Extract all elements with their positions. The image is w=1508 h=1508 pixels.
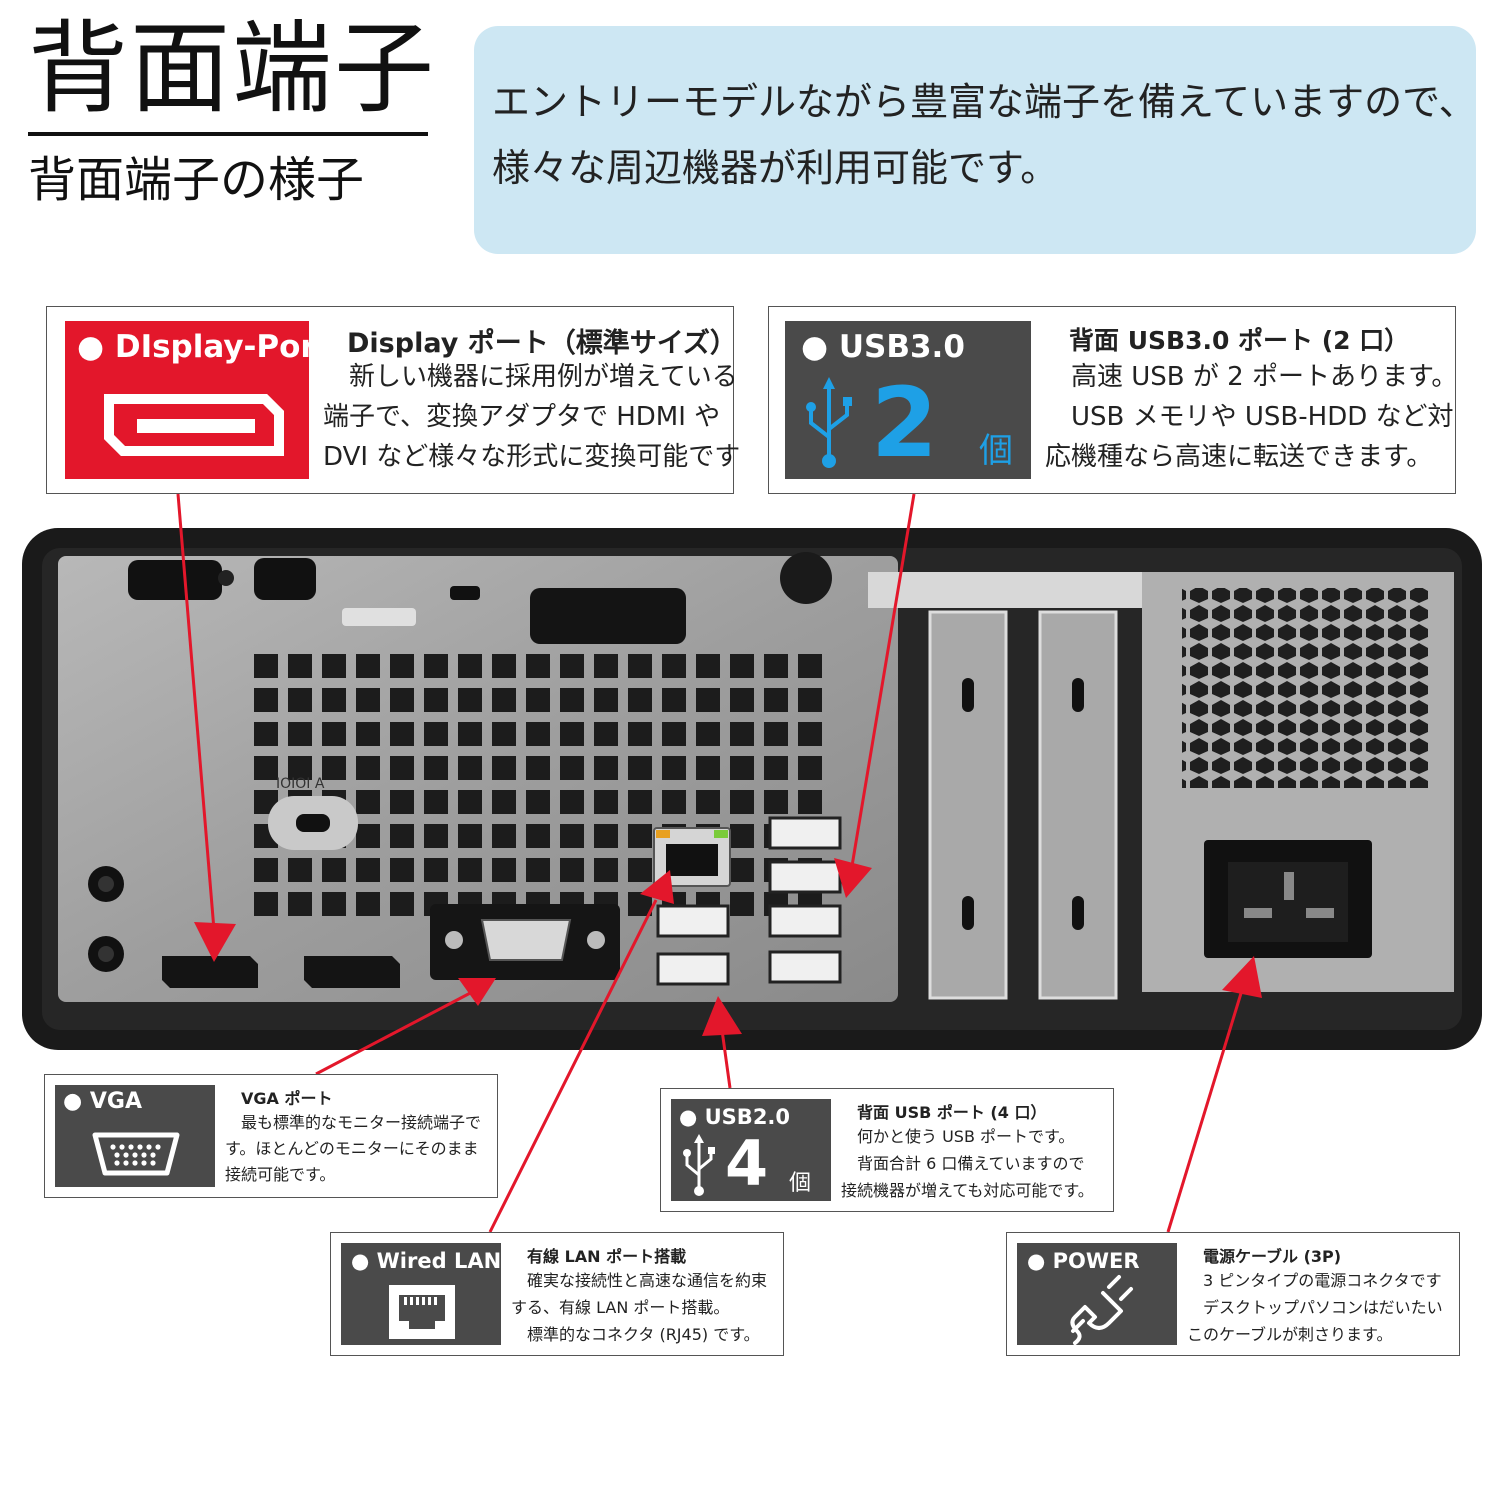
usb3-unit: 個 <box>979 431 1013 471</box>
usb-icon <box>806 377 852 468</box>
usb-icon <box>683 1134 715 1196</box>
vga-title: VGA ポート <box>241 1089 333 1108</box>
power-title: 電源ケーブル (3P) <box>1203 1247 1342 1266</box>
usb3-badge-label: ● USB3.0 <box>801 329 965 365</box>
displayport-desc-1: 新しい機器に採用例が増えている <box>323 362 738 392</box>
lan-desc-3: 標準的なコネクタ (RJ45) です。 <box>511 1325 760 1344</box>
vga-desc-2: す。ほとんどのモニターにそのまま <box>225 1139 479 1158</box>
usb2-count: 4 <box>725 1127 769 1200</box>
power-desc-1: 3 ピンタイプの電源コネクタです <box>1187 1271 1442 1290</box>
usb3-desc-3: 応機種なら高速に転送できます。 <box>1045 442 1433 472</box>
lan-badge-label: ● Wired LAN <box>351 1249 502 1273</box>
vga-badge: ● VGA <box>55 1085 215 1187</box>
power-plug-icon <box>1070 1275 1133 1345</box>
power-desc-2: デスクトップパソコンはだいたい <box>1187 1298 1443 1317</box>
intro-panel: エントリーモデルながら豊富な端子を備えていますので、 様々な周辺機器が利用可能で… <box>474 26 1477 254</box>
displayport-badge: ● DIsplay-Port <box>65 321 331 479</box>
ethernet-port-icon <box>389 1285 455 1339</box>
power-callout: ● POWER 電源ケーブル (3P) 3 ピンタイプの電源コネクタです デスク… <box>1006 1232 1460 1356</box>
lan-desc-2: する、有線 LAN ポート搭載。 <box>511 1298 730 1317</box>
page-title: 背面端子 <box>28 10 436 127</box>
usb2-desc-1: 何かと使う USB ポートです。 <box>841 1127 1075 1146</box>
power-badge: ● POWER <box>1017 1243 1177 1345</box>
usb3-callout: ● USB3.0 2 個 背面 USB3.0 ポート (2 口） 高速 USB … <box>768 306 1458 494</box>
title-underline <box>28 132 428 136</box>
vga-connector-icon <box>92 1132 180 1176</box>
usb2-desc-2: 背面合計 6 口備えていますので <box>841 1154 1085 1173</box>
vga-callout: ● VGA VGA ポート 最も標準的なモニター接続端子で す。ほとんどのモニタ… <box>44 1074 498 1198</box>
lan-desc-1: 確実な接続性と高速な通信を約束 <box>511 1271 768 1290</box>
usb3-badge: ● USB3.0 2 個 <box>785 321 1031 479</box>
serial-port-label: IOIOI A <box>276 776 325 792</box>
displayport-icon <box>104 394 284 456</box>
displayport-badge-label: ● DIsplay-Port <box>77 329 331 365</box>
usb3-count: 2 <box>871 367 938 479</box>
usb2-desc-3: 接続機器が増えても対応可能です。 <box>841 1181 1094 1200</box>
vga-badge-label: ● VGA <box>63 1089 142 1114</box>
usb2-unit: 個 <box>789 1171 812 1196</box>
vga-desc-1: 最も標準的なモニター接続端子で <box>225 1113 482 1132</box>
displayport-desc-3: DVI など様々な形式に変換可能です <box>323 442 741 472</box>
page-subtitle: 背面端子の様子 <box>28 152 365 208</box>
pc-rear-panel-illustration: IOIOI A <box>22 528 1482 1050</box>
usb2-badge: ● USB2.0 4 個 <box>671 1099 831 1201</box>
intro-line-2: 様々な周辺機器が利用可能です。 <box>492 146 1059 190</box>
usb2-callout: ● USB2.0 4 個 背面 USB ポート (4 口） 何かと使う USB … <box>660 1088 1114 1212</box>
usb3-desc-1: 高速 USB が 2 ポートあります。 <box>1045 362 1458 392</box>
usb2-title: 背面 USB ポート (4 口） <box>857 1103 1047 1122</box>
vga-desc-3: 接続可能です。 <box>225 1165 336 1184</box>
displayport-desc-2: 端子で、変換アダプタで HDMI や <box>323 402 721 432</box>
usb3-desc-2: USB メモリや USB-HDD など対 <box>1045 402 1454 432</box>
intro-line-1: エントリーモデルながら豊富な端子を備えていますので、 <box>492 80 1477 124</box>
displayport-callout: ● DIsplay-Port Display ポート（標準サイズ） 新しい機器に… <box>46 306 740 494</box>
usb2-badge-label: ● USB2.0 <box>679 1105 791 1129</box>
lan-title: 有線 LAN ポート搭載 <box>527 1247 687 1266</box>
lan-badge: ● Wired LAN <box>341 1243 501 1345</box>
power-badge-label: ● POWER <box>1027 1249 1140 1273</box>
power-desc-3: このケーブルが刺さります。 <box>1187 1325 1393 1344</box>
usb3-title: 背面 USB3.0 ポート (2 口） <box>1069 326 1410 355</box>
lan-callout: ● Wired LAN 有線 LAN ポート搭載 確実な接続性と高速な通信を約束… <box>330 1232 784 1356</box>
displayport-title: Display ポート（標準サイズ） <box>347 328 737 359</box>
